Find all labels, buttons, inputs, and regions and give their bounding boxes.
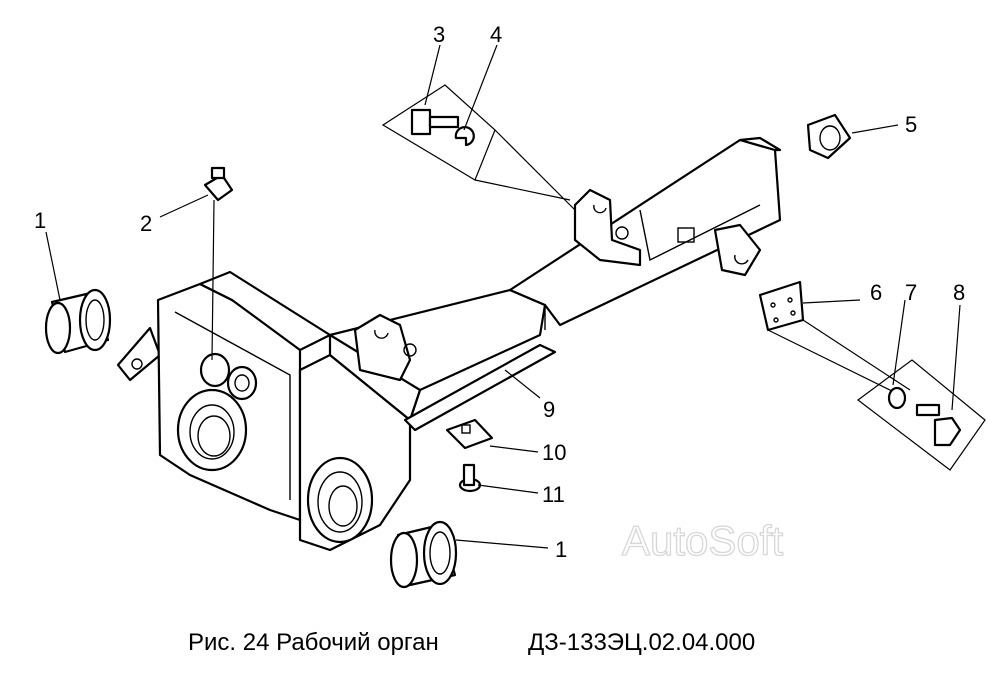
beam-assembly: [328, 136, 782, 432]
callout-3: 3: [433, 22, 445, 47]
bushing-left: [44, 288, 112, 355]
watermark: AutoSoft: [622, 517, 783, 564]
nut: [806, 113, 852, 160]
grease-fitting: [203, 166, 234, 361]
callout-6: 6: [870, 280, 882, 305]
plate: [758, 280, 911, 396]
washer-bolt-detail: [857, 359, 986, 471]
drawing-code: ДЗ-133ЭЦ.02.04.000: [528, 629, 755, 656]
bolt-washer-detail: [381, 84, 576, 211]
working-body-frame: [116, 270, 412, 552]
callout-4: 4: [490, 22, 502, 47]
callout-5: 5: [905, 112, 917, 137]
bushing-lower: [389, 520, 458, 589]
callout-1-left: 1: [34, 208, 46, 233]
figure-caption: Рис. 24 Рабочий орган: [188, 629, 439, 656]
callout-9: 9: [543, 397, 555, 422]
callout-7: 7: [905, 280, 917, 305]
callout-2: 2: [140, 211, 152, 236]
callout-11: 11: [542, 482, 565, 507]
leader-lines: [45, 44, 961, 549]
callout-1-lower: 1: [555, 537, 567, 562]
callout-8: 8: [953, 280, 965, 305]
screw: [458, 463, 482, 493]
callout-10: 10: [542, 440, 566, 465]
clip: [445, 418, 494, 450]
